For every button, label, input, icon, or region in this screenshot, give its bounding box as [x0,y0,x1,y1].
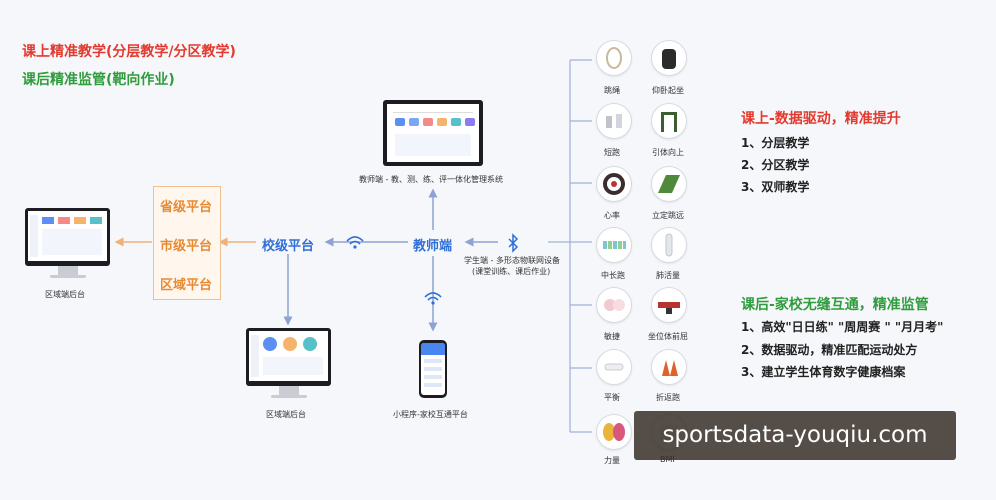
bluetooth-icon [508,233,519,253]
region-backend-left-caption: 区域端后台 [45,290,85,299]
teacher-system-caption: 教师端 - 教、测、练、评一体化管理系统 [359,175,503,184]
jump-rope-icon [596,40,632,76]
school-platform-node: 校级平台 [262,239,315,254]
sport-label-middle-run: 中长跑 [601,271,625,280]
after-class-item-1: 1、高效"日日练" "周周赛 " "月月考" [741,320,944,334]
pullup-bar-icon [651,103,687,139]
in-class-item-2: 2、分区教学 [741,158,810,172]
in-class-item-1: 1、分层教学 [741,136,810,150]
mini-program-phone [419,340,447,398]
headline-in-class: 课上精准教学(分层教学/分区教学) [22,44,236,60]
wristband-set-icon [596,227,632,263]
watermark-banner: sportsdata-youqiu.com [634,411,956,460]
after-class-item-3: 3、建立学生体育数字健康档案 [741,365,906,379]
student-devices-subcaption: (课堂训练、课后作业) [472,267,551,276]
sport-label-sprint: 短跑 [604,148,620,157]
wifi-icon-vertical [424,292,442,305]
sprint-sensor-icon [596,103,632,139]
cone-icon [651,349,687,385]
headline-after-class: 课后精准监管(靶向作业) [22,72,175,88]
heart-rate-band-icon [596,166,632,202]
sit-and-reach-icon [651,287,687,323]
after-class-section-title: 课后-家校无缝互通，精准监管 [741,297,929,313]
province-platform-label: 省级平台 [160,200,213,215]
platform-levels-box [153,186,221,300]
sport-label-shuttle-run: 折返跑 [656,393,680,402]
sport-label-strength: 力量 [604,456,620,465]
teacher-node: 教师端 [413,239,453,254]
region-backend-bottom-caption: 区域端后台 [266,410,306,419]
teacher-system-monitor [383,100,483,166]
wifi-icon-horizontal [346,236,364,249]
strength-ball-icon [596,414,632,450]
sport-label-agility: 敏捷 [604,332,620,341]
agility-pad-icon [596,287,632,323]
sport-label-balance: 平衡 [604,393,620,402]
sport-label-sit-and-reach: 坐位体前屈 [648,332,688,341]
region-backend-bottom-monitor [246,328,331,386]
sport-label-pullup: 引体向上 [652,148,684,157]
in-class-section-title: 课上-数据驱动，精准提升 [741,111,901,127]
sport-label-long-jump: 立定跳远 [652,211,684,220]
long-jump-mat-icon [651,166,687,202]
student-devices-caption: 学生端 - 多形态物联网设备 [464,256,560,265]
region-backend-left-monitor [25,208,110,266]
sport-label-heart-rate: 心率 [604,211,620,220]
mini-program-caption: 小程序-家校互通平台 [393,410,468,419]
balance-board-icon [596,349,632,385]
after-class-item-2: 2、数据驱动，精准匹配运动处方 [741,343,918,357]
spirometer-icon [651,227,687,263]
sport-label-situp: 仰卧起坐 [652,86,684,95]
district-platform-label: 区域平台 [160,278,213,293]
sport-label-lung-capacity: 肺活量 [656,271,680,280]
city-platform-label: 市级平台 [160,239,213,254]
in-class-item-3: 3、双师教学 [741,180,810,194]
situp-mat-icon [651,40,687,76]
sport-label-jump-rope: 跳绳 [604,86,620,95]
